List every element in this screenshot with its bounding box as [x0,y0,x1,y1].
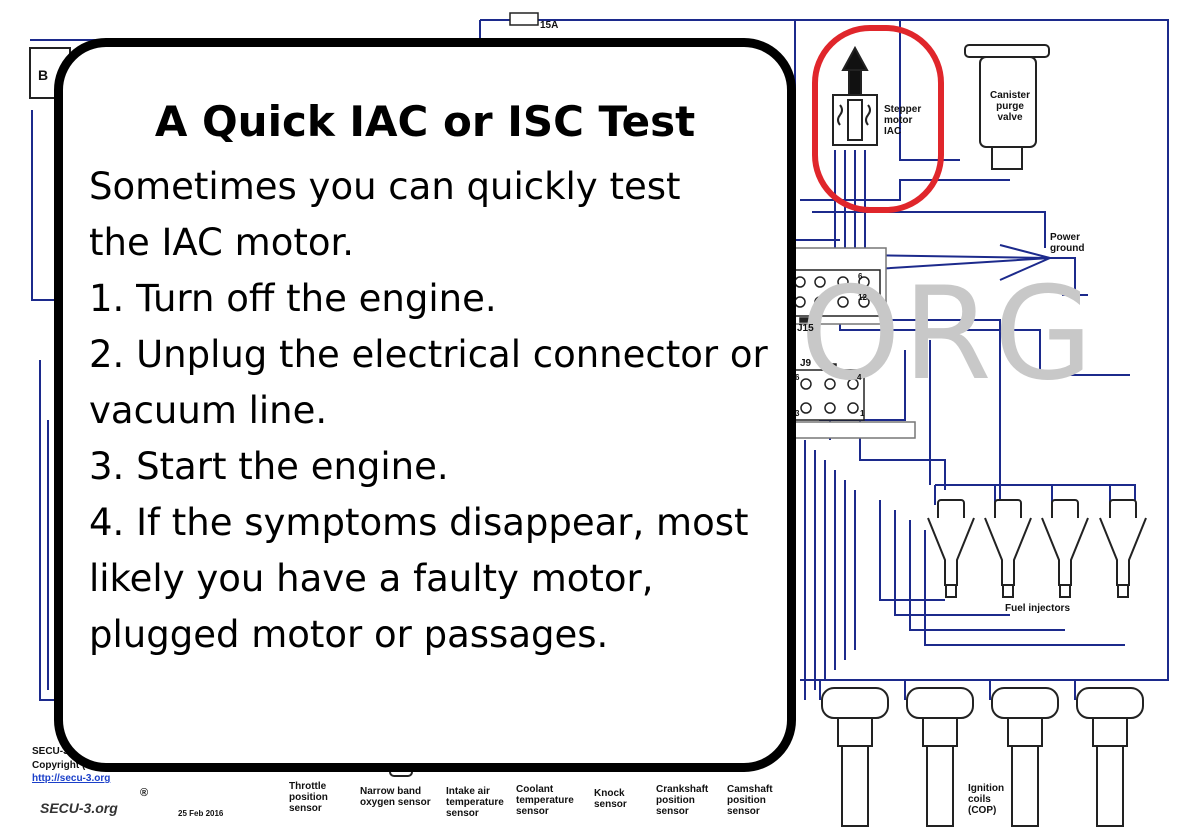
sensor-label: Knock sensor [594,788,627,810]
sensor-label: Narrow band oxygen sensor [360,786,431,808]
sensor-label: Intake air temperature sensor [446,786,504,819]
j9-pin-3: 3 [795,409,800,418]
footer-product: SECU-3i [32,746,72,757]
fuse-label: 15A [540,20,559,31]
slide-text-line: 2. Unplug the electrical connector or [89,333,768,376]
secu-logo: SECU-3.org [40,800,118,816]
slide-text-line: the IAC motor. [89,221,355,264]
canister-label: Canister purge valve [990,90,1031,123]
sensor-label: Camshaft position sensor [727,784,773,817]
j15-pin-6: 6 [858,272,863,281]
sensor-label: Crankshaft position sensor [656,784,709,817]
slide-card: A Quick IAC or ISC Test Sometimes you ca… [54,38,796,772]
fuel-injectors-label: Fuel injectors [1005,603,1071,614]
slide-text-line: plugged motor or passages. [89,613,609,656]
j9-pin-1: 1 [860,409,865,418]
watermark-text: ORG [800,260,1095,409]
footer-date: 25 Feb 2016 [178,809,224,818]
stepper-motor-label: Stepper motor IAC [884,104,922,137]
sensor-label: Throttle position sensor [289,781,328,814]
j9-pin-6: 6 [795,373,800,382]
ignition-coils-label: Ignition coils (COP) [968,783,1005,816]
j15-pin-12: 12 [858,293,867,302]
j15-label: J15 [797,323,814,334]
power-ground-label: Power ground [1050,232,1085,254]
slide-text-line: 3. Start the engine. [89,445,449,488]
slide-text-line: Sometimes you can quickly test [89,165,681,208]
battery-label: B [38,67,49,83]
injector-1 [927,499,975,598]
slide-title: A Quick IAC or ISC Test [154,97,696,146]
slide-text-line: 4. If the symptoms disappear, most [89,501,749,544]
slide-text-line: vacuum line. [89,389,328,432]
footer-url[interactable]: http://secu-3.org [32,773,111,784]
j9-pin-4: 4 [857,373,862,382]
registered-mark: ® [140,787,149,799]
sensor-label: Coolant temperature sensor [516,784,574,817]
slide-text-line: likely you have a faulty motor, [89,557,654,600]
slide-text-line: 1. Turn off the engine. [89,277,497,320]
j9-label: J9 [800,358,812,369]
